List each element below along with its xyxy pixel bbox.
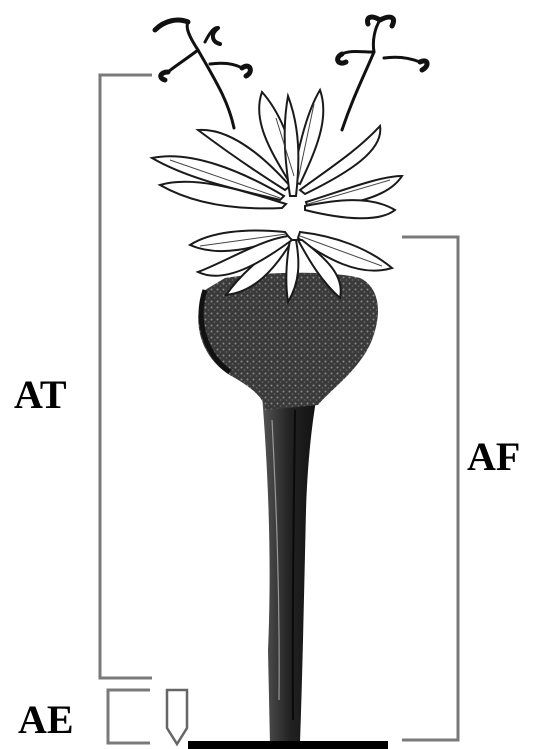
stylus (262, 390, 318, 745)
label-at: AT (14, 372, 67, 417)
ae-bracket (108, 690, 150, 743)
base-line (188, 741, 388, 749)
label-ae: AE (18, 697, 74, 742)
stigma-left (155, 20, 250, 128)
stigma-right (338, 17, 427, 130)
at-bracket (100, 75, 152, 678)
label-af: AF (467, 434, 520, 479)
pappus-rosette (152, 90, 402, 302)
af-bracket (402, 237, 458, 740)
basal-cup (167, 690, 187, 744)
